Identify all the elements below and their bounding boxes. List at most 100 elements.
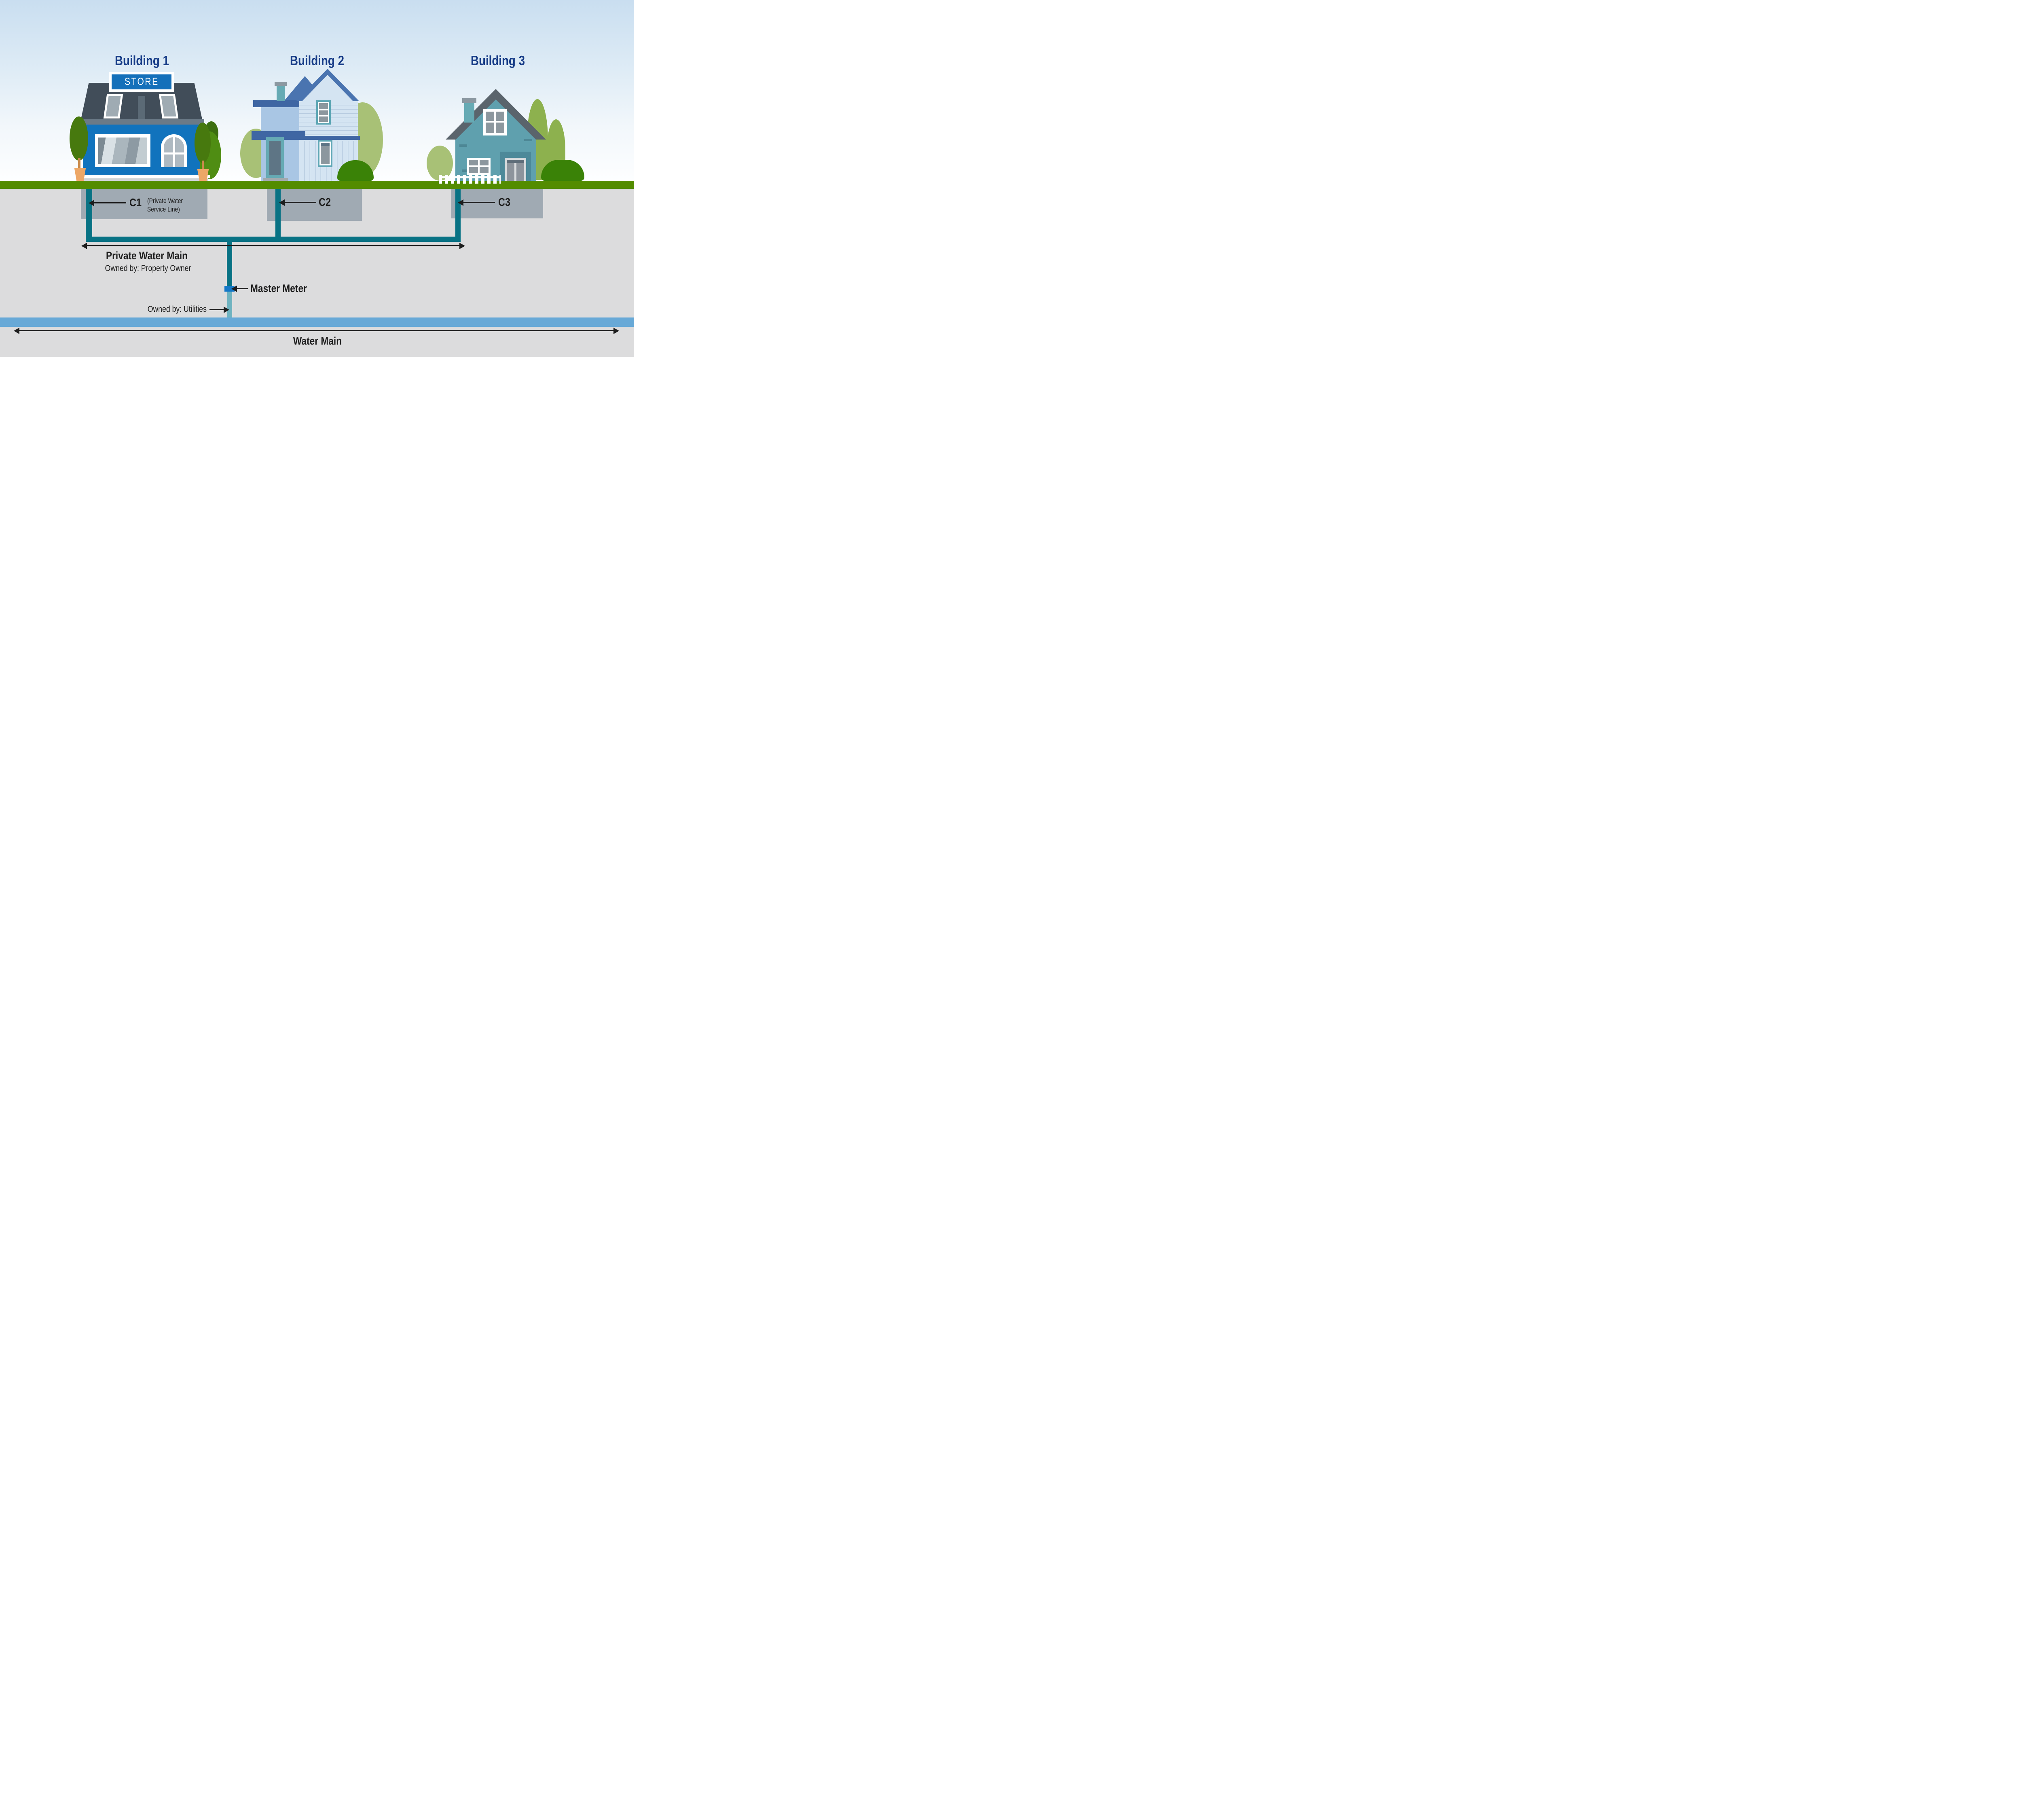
service-pipe-c1: [86, 189, 92, 242]
b2-porch-step: [263, 178, 288, 181]
b3-brick3: [462, 169, 468, 172]
arched-window: [161, 134, 187, 167]
c2-arrow: [284, 202, 316, 203]
c2-label: C2: [319, 196, 333, 209]
potted-tree-right-trunk: [202, 161, 204, 172]
b2-chimney: [277, 85, 285, 101]
c1-note-line1: (Private Water: [147, 197, 183, 205]
c3-arrow: [463, 202, 495, 203]
meter-riser-pipe-upper: [227, 242, 232, 286]
building2-title-text: Building 2: [290, 53, 344, 68]
water-main-span-arrow: [19, 330, 614, 331]
skylight-right: [159, 94, 179, 119]
c1-note-line2: Service Line): [147, 206, 180, 213]
potted-tree-right-foliage: [195, 123, 211, 163]
b3-attic-window: [483, 109, 507, 135]
building1-title: Building 1: [110, 53, 174, 68]
c1-note: (Private Water Service Line): [147, 197, 190, 214]
skylight-left-glass: [106, 96, 121, 116]
utilities-arrow: [209, 309, 224, 310]
utility-service-pipe: [227, 292, 232, 317]
building2-house: [240, 68, 383, 181]
c1-arrow: [94, 202, 126, 203]
building2-title: Building 2: [285, 53, 349, 68]
b3-door-frame: [505, 158, 526, 181]
c3-label: C3: [498, 196, 513, 209]
b3-door-left: [507, 160, 514, 181]
b2-lower-window-frame: [319, 142, 331, 165]
grass-strip: [0, 181, 634, 189]
b3-door-lintel: [507, 160, 524, 163]
private-water-main-pipe: [86, 237, 461, 242]
potted-tree-right-pot: [197, 169, 209, 181]
display-window-glass: [98, 138, 147, 164]
building1-title-text: Building 1: [115, 53, 169, 68]
b2-tower-roof: [253, 100, 305, 107]
arched-window-mullion-h: [164, 152, 184, 154]
service-pipe-c3: [455, 189, 461, 242]
water-main-label-text: Water Main: [293, 335, 342, 347]
b3-attic-mullion-h: [486, 121, 504, 123]
b2-mid-band: [305, 136, 360, 140]
private-main-label-text: Private Water Main: [106, 250, 188, 262]
b2-lower-window-shade: [321, 143, 330, 146]
b2-lower-window: [318, 140, 332, 167]
c2-label-text: C2: [319, 196, 331, 208]
foundation-building1: [81, 189, 207, 219]
b2-door-frame: [266, 137, 284, 178]
store-base-step-gray: [77, 178, 208, 181]
arched-window-mullion-v: [173, 137, 175, 167]
b2-awning: [252, 131, 305, 140]
b2-door: [269, 141, 281, 175]
diagram-stage: STORE: [0, 0, 634, 357]
utilities-label: Owned by: Utilities: [136, 305, 207, 314]
foundation-building3: [451, 189, 543, 218]
water-main-label: Water Main: [288, 335, 346, 347]
c1-label-text: C1: [129, 196, 142, 209]
potted-tree-left-foliage: [70, 116, 88, 161]
private-main-label: Private Water Main: [98, 250, 196, 262]
building3-title-text: Building 3: [471, 53, 525, 68]
private-main-owner-text: Owned by: Property Owner: [105, 264, 191, 273]
skylight-right-glass: [161, 96, 176, 116]
master-meter-label-text: Master Meter: [250, 282, 307, 294]
master-meter-label: Master Meter: [250, 282, 318, 295]
roof-vent: [138, 96, 145, 119]
b3-brick2: [524, 139, 532, 141]
store-base-step-white: [75, 175, 210, 178]
store-sign: STORE: [109, 72, 174, 92]
b2-upper-window-frame: [318, 102, 329, 123]
service-pipe-c2: [275, 189, 281, 242]
building3-house: [427, 79, 584, 184]
display-window: [95, 134, 150, 167]
b3-lower-mullion-h: [469, 165, 489, 167]
skylight-left: [103, 94, 123, 119]
picket-fence-rail: [439, 176, 501, 178]
private-main-owner: Owned by: Property Owner: [97, 264, 199, 273]
b3-chimney-cap: [462, 98, 476, 103]
private-main-span-arrow: [87, 245, 460, 246]
b2-chimney-cap: [275, 82, 287, 86]
c1-label: C1: [129, 196, 144, 209]
b2-gable-face: [302, 75, 353, 101]
b2-upper-window-glass: [319, 103, 328, 122]
store-sign-text: STORE: [124, 76, 159, 87]
store-sign-panel: STORE: [112, 74, 171, 89]
building3-title: Building 3: [465, 53, 530, 68]
b2-upper-window-mullion1: [319, 109, 328, 110]
b3-door-right: [516, 160, 524, 181]
b3-chimney: [464, 102, 474, 123]
b3-lower-window: [467, 158, 491, 175]
potted-tree-left-pot: [74, 168, 86, 181]
utilities-label-text: Owned by: Utilities: [147, 305, 207, 314]
master-meter-arrow: [237, 288, 248, 289]
c3-label-text: C3: [498, 196, 511, 208]
public-water-main-pipe: [0, 317, 634, 327]
building1-store: STORE: [70, 71, 221, 181]
bush-dark-right-b3: [541, 160, 584, 181]
potted-tree-left-trunk: [78, 158, 80, 171]
store-eave: [79, 119, 204, 125]
b2-upper-window: [316, 100, 331, 125]
b3-brick1: [459, 144, 467, 147]
b2-upper-window-mullion2: [319, 115, 328, 116]
